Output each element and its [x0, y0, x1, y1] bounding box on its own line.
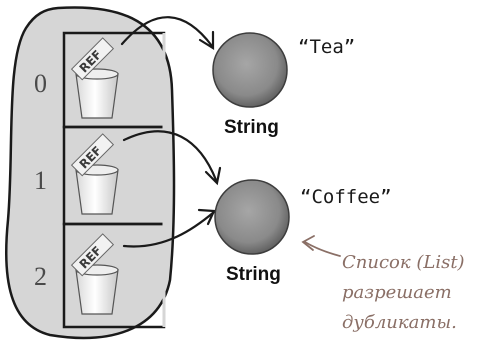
note-arrow [304, 241, 341, 257]
index-label-0: 0 [34, 69, 47, 98]
note-line-2: разрешает [342, 282, 452, 303]
note-arrow-head [301, 235, 315, 251]
arrow-2-to-coffee-head [197, 208, 216, 226]
note-line-1: Список (List) [342, 252, 465, 273]
reference-arrows [120, 16, 222, 248]
note-line-3: дубликаты. [342, 312, 457, 333]
arrow-1-to-coffee-head [204, 166, 222, 186]
index-label-2: 2 [34, 262, 47, 291]
string-object-coffee: “Coffee” String [214, 179, 392, 285]
reference-cup-0: REF [70, 37, 119, 119]
arrow-1-to-coffee [122, 130, 218, 182]
object-type-coffee: String [226, 264, 281, 285]
reference-cup-1: REF [70, 133, 119, 215]
arrow-2-to-coffee [122, 210, 216, 248]
object-value-tea: “Tea” [298, 36, 355, 58]
list-structure [62, 31, 166, 329]
note-annotation: Список (List) разрешает дубликаты. [301, 235, 465, 333]
object-ball-tea [212, 32, 288, 108]
object-value-coffee: “Coffee” [300, 186, 392, 208]
object-ball-coffee [214, 179, 290, 255]
arrow-0-to-tea [120, 16, 214, 48]
string-object-tea: “Tea” String [212, 32, 355, 138]
index-label-1: 1 [34, 166, 47, 195]
arrow-0-to-tea-head [198, 30, 215, 50]
object-type-tea: String [224, 117, 279, 138]
